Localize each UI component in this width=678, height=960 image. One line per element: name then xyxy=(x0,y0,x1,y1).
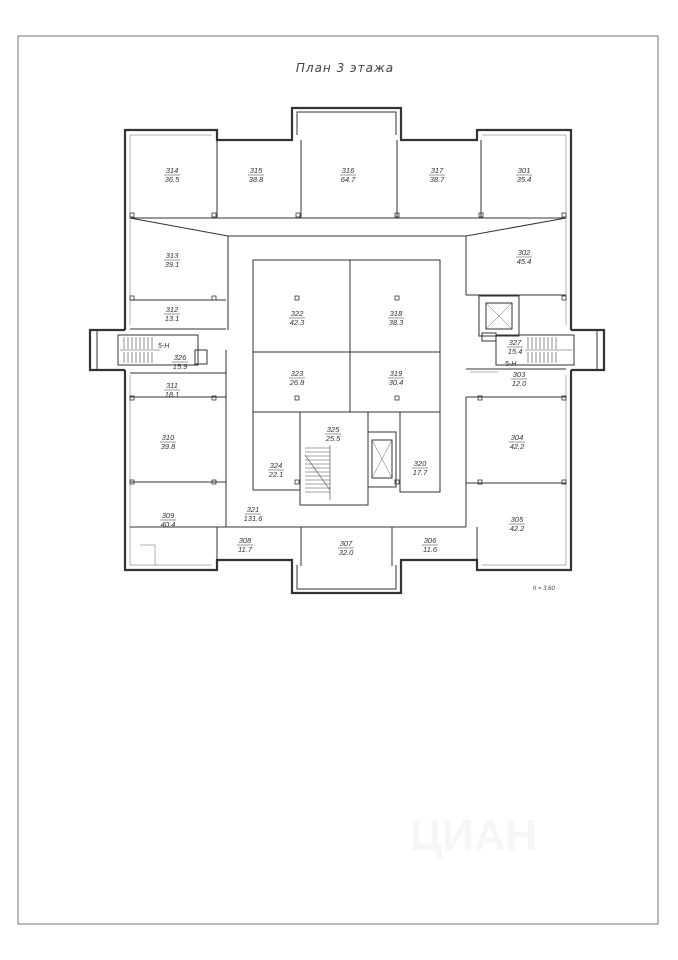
room-number: 312 xyxy=(166,305,179,314)
left-stair-label: 5-H xyxy=(158,343,170,350)
room-number: 319 xyxy=(390,369,403,378)
room-area: 26.8 xyxy=(289,378,305,387)
room-labels: 31436.531538.831664.731738.730135.431339… xyxy=(160,166,532,557)
room-area: 11.6 xyxy=(423,545,438,554)
room-number: 310 xyxy=(162,433,175,442)
watermark-text: ЦИАН xyxy=(410,811,537,860)
room-number: 304 xyxy=(511,433,524,442)
height-note: h = 3.60 xyxy=(533,586,556,592)
room-number: 324 xyxy=(270,461,283,470)
room-number: 313 xyxy=(166,251,179,260)
central-staircase xyxy=(304,431,397,500)
room-area: 38.8 xyxy=(249,175,264,184)
room-area: 39.8 xyxy=(161,442,176,451)
room-number: 306 xyxy=(424,536,437,545)
room-number: 323 xyxy=(291,369,304,378)
room-number: 327 xyxy=(509,338,522,347)
plan-title: План 3 этажа xyxy=(296,61,394,75)
room-area: 12.0 xyxy=(512,379,527,388)
room-area: 64.7 xyxy=(341,175,356,184)
room-number: 318 xyxy=(390,309,403,318)
room-area: 40.4 xyxy=(161,520,176,529)
room-number: 309 xyxy=(162,511,175,520)
room-number: 315 xyxy=(250,166,263,175)
room-number: 305 xyxy=(511,515,524,524)
room-number: 322 xyxy=(291,309,304,318)
room-area: 38.3 xyxy=(389,318,404,327)
room-area: 42.3 xyxy=(290,318,305,327)
room-area: 42.2 xyxy=(510,524,525,533)
room-number: 320 xyxy=(414,459,427,468)
room-area: 42.2 xyxy=(510,442,525,451)
room-area: 45.4 xyxy=(517,257,532,266)
room-area: 35.4 xyxy=(517,175,532,184)
room-area: 38.7 xyxy=(430,175,445,184)
room-area: 25.5 xyxy=(325,434,341,443)
room-area: 39.1 xyxy=(165,260,180,269)
room-area: 30.4 xyxy=(389,378,404,387)
room-area: 131.6 xyxy=(244,514,264,523)
room-area: 15.9 xyxy=(173,362,188,371)
room-number: 314 xyxy=(166,166,179,175)
room-number: 311 xyxy=(166,381,178,390)
room-number: 308 xyxy=(239,536,252,545)
room-number: 302 xyxy=(518,248,531,257)
room-number: 301 xyxy=(518,166,531,175)
room-number: 307 xyxy=(340,539,353,548)
room-number: 326 xyxy=(174,353,187,362)
room-area: 13.1 xyxy=(165,314,180,323)
room-area: 22.1 xyxy=(268,470,284,479)
minor-details xyxy=(140,371,498,566)
room-area: 11.7 xyxy=(238,545,253,554)
right-staircase: 5-H xyxy=(478,295,575,368)
room-area: 18.1 xyxy=(165,390,180,399)
left-staircase: 5-H xyxy=(117,334,208,366)
room-number: 316 xyxy=(342,166,355,175)
room-number: 303 xyxy=(513,370,526,379)
room-area: 36.5 xyxy=(165,175,180,184)
outer-walls xyxy=(88,106,606,595)
interior-walls xyxy=(129,140,567,566)
room-area: 17.7 xyxy=(413,468,428,477)
room-area: 15.4 xyxy=(508,347,523,356)
room-number: 317 xyxy=(431,166,444,175)
right-stair-label: 5-H xyxy=(505,361,517,368)
sheet-border xyxy=(17,35,659,925)
room-number: 321 xyxy=(247,505,260,514)
room-area: 32.0 xyxy=(339,548,354,557)
room-number: 325 xyxy=(327,425,340,434)
